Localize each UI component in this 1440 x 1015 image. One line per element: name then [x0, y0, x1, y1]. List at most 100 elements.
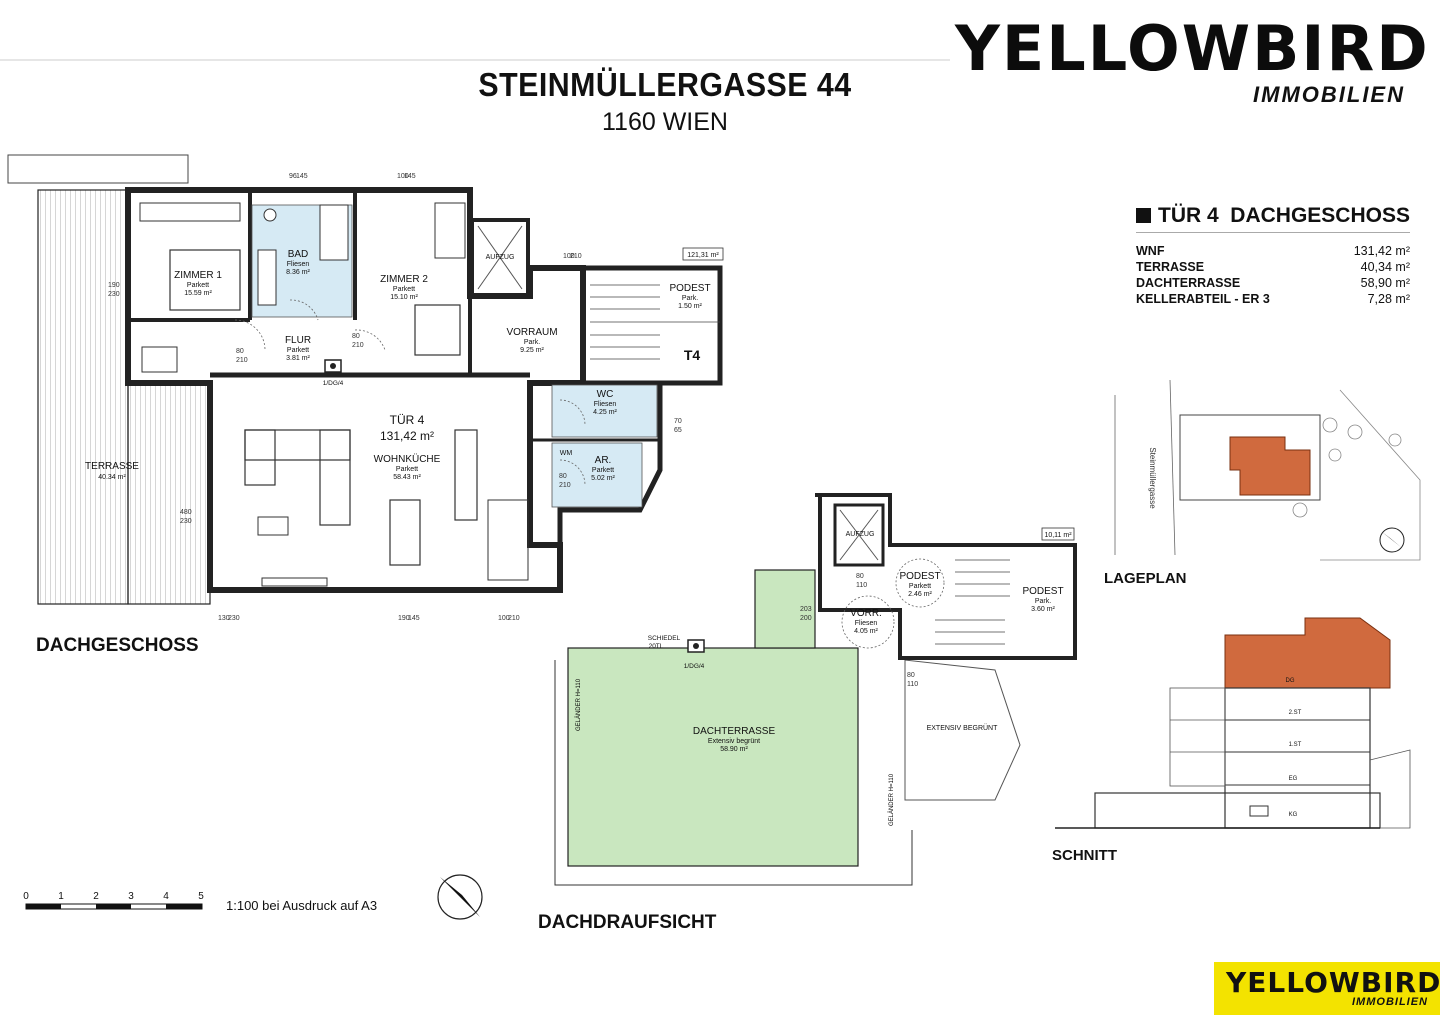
scale-bar — [25, 903, 203, 910]
square-bullet-icon — [1136, 208, 1151, 223]
scale-tick: 3 — [128, 891, 134, 902]
dim-label: 200 — [800, 615, 812, 622]
terrace-lower — [127, 384, 211, 605]
vorr-circle — [841, 595, 895, 649]
svg-text:PODEST: PODEST — [669, 283, 710, 294]
svg-text:Park.: Park. — [524, 339, 540, 346]
wardrobe — [434, 202, 466, 259]
svg-text:Parkett: Parkett — [396, 466, 418, 473]
level-label: DG — [1286, 678, 1295, 684]
dim-label: 145 — [404, 173, 416, 180]
dim-label: 100 — [397, 173, 409, 180]
dim-label: 230 — [108, 291, 120, 298]
scale-note: 1:100 bei Ausdruck auf A3 — [226, 898, 378, 913]
unit-title: TÜR 4 — [1158, 204, 1219, 227]
roof-railing — [554, 660, 913, 886]
svg-text:9.25 m²: 9.25 m² — [520, 347, 544, 354]
badge-subtitle: IMMOBILIEN — [1352, 996, 1428, 1008]
dim-label: 230 — [228, 615, 240, 622]
level-label: 1.ST — [1289, 742, 1302, 748]
room-label: VORR. Fliesen 4.05 m² — [850, 608, 882, 635]
unit-info-header: TÜR 4 DACHGESCHOSS — [1136, 204, 1410, 233]
toilet — [263, 208, 277, 222]
dim-label: 100 — [498, 615, 510, 622]
svg-text:PODEST: PODEST — [1022, 586, 1063, 597]
dim-label: 80 — [907, 672, 915, 679]
schiedel-sub: 20TL — [649, 643, 664, 650]
scale-tick: 4 — [163, 891, 169, 902]
washbasin — [257, 249, 277, 306]
bed — [414, 304, 461, 356]
svg-text:2.46 m²: 2.46 m² — [908, 591, 932, 598]
svg-text:3.81 m²: 3.81 m² — [286, 355, 310, 362]
logo-wordmark: YELLOWBIRD — [955, 12, 1430, 85]
svg-text:Parkett: Parkett — [287, 347, 309, 354]
dim-label: 210 — [570, 253, 582, 260]
svg-text:WC: WC — [597, 389, 614, 400]
elevator-cross — [839, 509, 879, 561]
svg-text:VORR.: VORR. — [850, 608, 882, 619]
dim-label: 230 — [180, 518, 192, 525]
roof-stair-walls — [815, 493, 1077, 660]
area-value: 58,90 m² — [1360, 276, 1410, 290]
yellowbird-logo: YELLOWBIRD IMMOBILIEN — [955, 12, 1430, 108]
area-row: DACHTERRASSE 58,90 m² — [1136, 275, 1410, 291]
svg-text:PODEST: PODEST — [899, 571, 940, 582]
dim-label: 96 — [289, 173, 297, 180]
dim-label: 70 — [674, 418, 682, 425]
elevator-shaft — [470, 218, 530, 297]
area-tag-box — [682, 247, 724, 261]
level-label: KG — [1289, 812, 1298, 818]
svg-text:8.36 m²: 8.36 m² — [286, 269, 310, 276]
site-plan-caption: LAGEPLAN — [1104, 570, 1187, 587]
svg-text:5.02 m²: 5.02 m² — [591, 475, 615, 482]
dim-label: 65 — [674, 427, 682, 434]
dim-label: 210 — [508, 615, 520, 622]
svg-text:Parkett: Parkett — [592, 467, 614, 474]
svg-text:Park.: Park. — [1035, 598, 1051, 605]
room-label: WOHNKÜCHE Parkett 58.43 m² — [374, 453, 441, 481]
svg-text:Fliesen: Fliesen — [594, 401, 617, 408]
room-label: ZIMMER 2 Parkett 15.10 m² — [380, 274, 428, 301]
svg-text:15.59 m²: 15.59 m² — [184, 290, 212, 297]
yellowbird-badge: YELLOWBIRD IMMOBILIEN — [1214, 962, 1440, 1015]
wc-ar-walls — [530, 380, 663, 545]
svg-text:WOHNKÜCHE: WOHNKÜCHE — [374, 453, 441, 465]
terrace-left — [37, 189, 129, 605]
extensive-green-roof — [904, 659, 1021, 801]
dim-label: 80 — [856, 573, 864, 580]
room-label: BAD Fliesen 8.36 m² — [286, 249, 310, 276]
logo-subtitle: IMMOBILIEN — [1253, 82, 1405, 107]
kitchen-island — [454, 429, 478, 521]
room-label: WC Fliesen 4.25 m² — [593, 389, 617, 416]
area-tag: 10,11 m² — [1044, 532, 1072, 539]
dim-label: 145 — [408, 615, 420, 622]
svg-text:AR.: AR. — [595, 455, 612, 466]
apartment-area: 131,42 m² — [380, 429, 434, 443]
extensive-label: EXTENSIV BEGRÜNT — [927, 724, 999, 732]
dim-label: 80 — [236, 348, 244, 355]
svg-text:Park.: Park. — [682, 295, 698, 302]
dim-label: 100 — [563, 253, 575, 260]
dining-table — [389, 499, 421, 566]
building-section — [1055, 617, 1411, 829]
dim-label: 80 — [559, 473, 567, 480]
room-label: FLUR Parkett 3.81 m² — [285, 335, 311, 362]
area-label: KELLERABTEIL - ER 3 — [1136, 292, 1270, 306]
dim-label: 80 — [352, 333, 360, 340]
elevator-label: AUFZUG — [486, 254, 515, 261]
sofa-end — [244, 429, 276, 486]
svg-text:Fliesen: Fliesen — [287, 261, 310, 268]
svg-text:15.10 m²: 15.10 m² — [390, 294, 418, 301]
city: 1160 WIEN — [602, 108, 728, 136]
flue-dot — [330, 363, 336, 369]
svg-text:Extensiv begrünt: Extensiv begrünt — [708, 738, 760, 745]
street-label: Steinmüllergasse — [1148, 447, 1157, 509]
podest-circle — [895, 558, 945, 608]
svg-text:3.60 m²: 3.60 m² — [1031, 606, 1055, 613]
kitchen-counter — [487, 499, 529, 581]
svg-text:Parkett: Parkett — [393, 286, 415, 293]
area-label: DACHTERRASSE — [1136, 276, 1241, 290]
